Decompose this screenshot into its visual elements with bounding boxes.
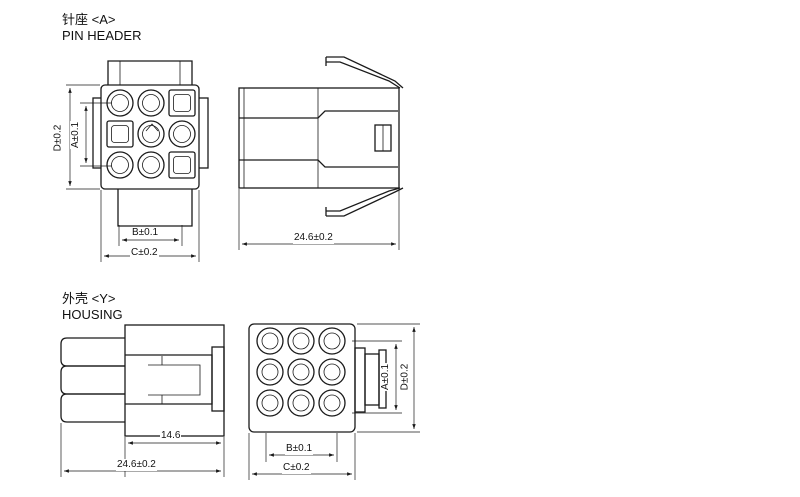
housing-title-en: HOUSING — [62, 307, 123, 322]
housing-cavity-round — [256, 389, 284, 417]
pin-header-dim-length: 24.6±0.2 — [293, 232, 334, 244]
housing-side-body — [124, 324, 225, 437]
housing-dim-a: A±0.1 — [380, 362, 393, 392]
pin-header-dim-c: C±0.2 — [130, 247, 159, 259]
housing-cavity-round — [318, 389, 346, 417]
housing-front-dimensions — [248, 323, 420, 480]
pin-header-side-view — [238, 56, 404, 217]
housing-dim-c: C±0.2 — [282, 462, 311, 474]
pin-header-dim-a: A±0.1 — [70, 120, 83, 150]
housing-cavity-round — [256, 358, 284, 386]
pin-header-title-en: PIN HEADER — [62, 28, 142, 43]
lower-latch-wing — [326, 187, 401, 212]
pin-header-dim-d: D±0.2 — [52, 123, 65, 153]
housing-cavity-round — [287, 389, 315, 417]
pin-header-dim-b: B±0.1 — [131, 227, 160, 239]
housing-latch — [211, 346, 225, 412]
housing-pin-middle — [60, 365, 125, 395]
pin-header-cavity-round — [168, 120, 196, 148]
housing-dim-b: B±0.1 — [285, 443, 314, 455]
housing-dim-d: D±0.2 — [399, 362, 412, 392]
pin-header-cavity-round — [137, 89, 165, 117]
pin-header-cavity-square — [168, 151, 196, 179]
housing-cavity-grid — [256, 327, 346, 417]
housing-pin-bottom — [60, 393, 125, 423]
housing-pin-top — [60, 337, 125, 367]
housing-cavity-round — [287, 358, 315, 386]
housing-dim-length: 24.6±0.2 — [116, 459, 157, 471]
housing-title-cn: 外壳 <Y> — [62, 291, 116, 306]
upper-latch-wing — [326, 61, 401, 89]
housing-front-latch — [354, 347, 366, 413]
pin-header-cavity-square — [106, 120, 134, 148]
housing-cavity-round — [256, 327, 284, 355]
pin-header-title-cn: 针座 <A> — [62, 12, 116, 27]
pin-header-side-body — [238, 87, 400, 189]
pin-header-bottom-tab — [117, 189, 193, 227]
housing-cavity-round — [287, 327, 315, 355]
housing-cavity-round — [318, 327, 346, 355]
pin-header-top-tab — [107, 60, 193, 85]
pin-header-cavity-grid — [106, 89, 196, 179]
pin-header-cavity-square — [168, 89, 196, 117]
housing-front-view — [248, 323, 387, 433]
housing-side-view — [60, 324, 225, 437]
housing-dim-inner: 14.6 — [160, 430, 182, 442]
pin-header-cavity-round — [137, 151, 165, 179]
pin-header-side-dimensions — [238, 189, 400, 250]
housing-cavity-round — [318, 358, 346, 386]
pin-header-cavity-round — [106, 151, 134, 179]
center-key-mark — [145, 123, 159, 132]
pin-header-front-view — [92, 60, 209, 227]
